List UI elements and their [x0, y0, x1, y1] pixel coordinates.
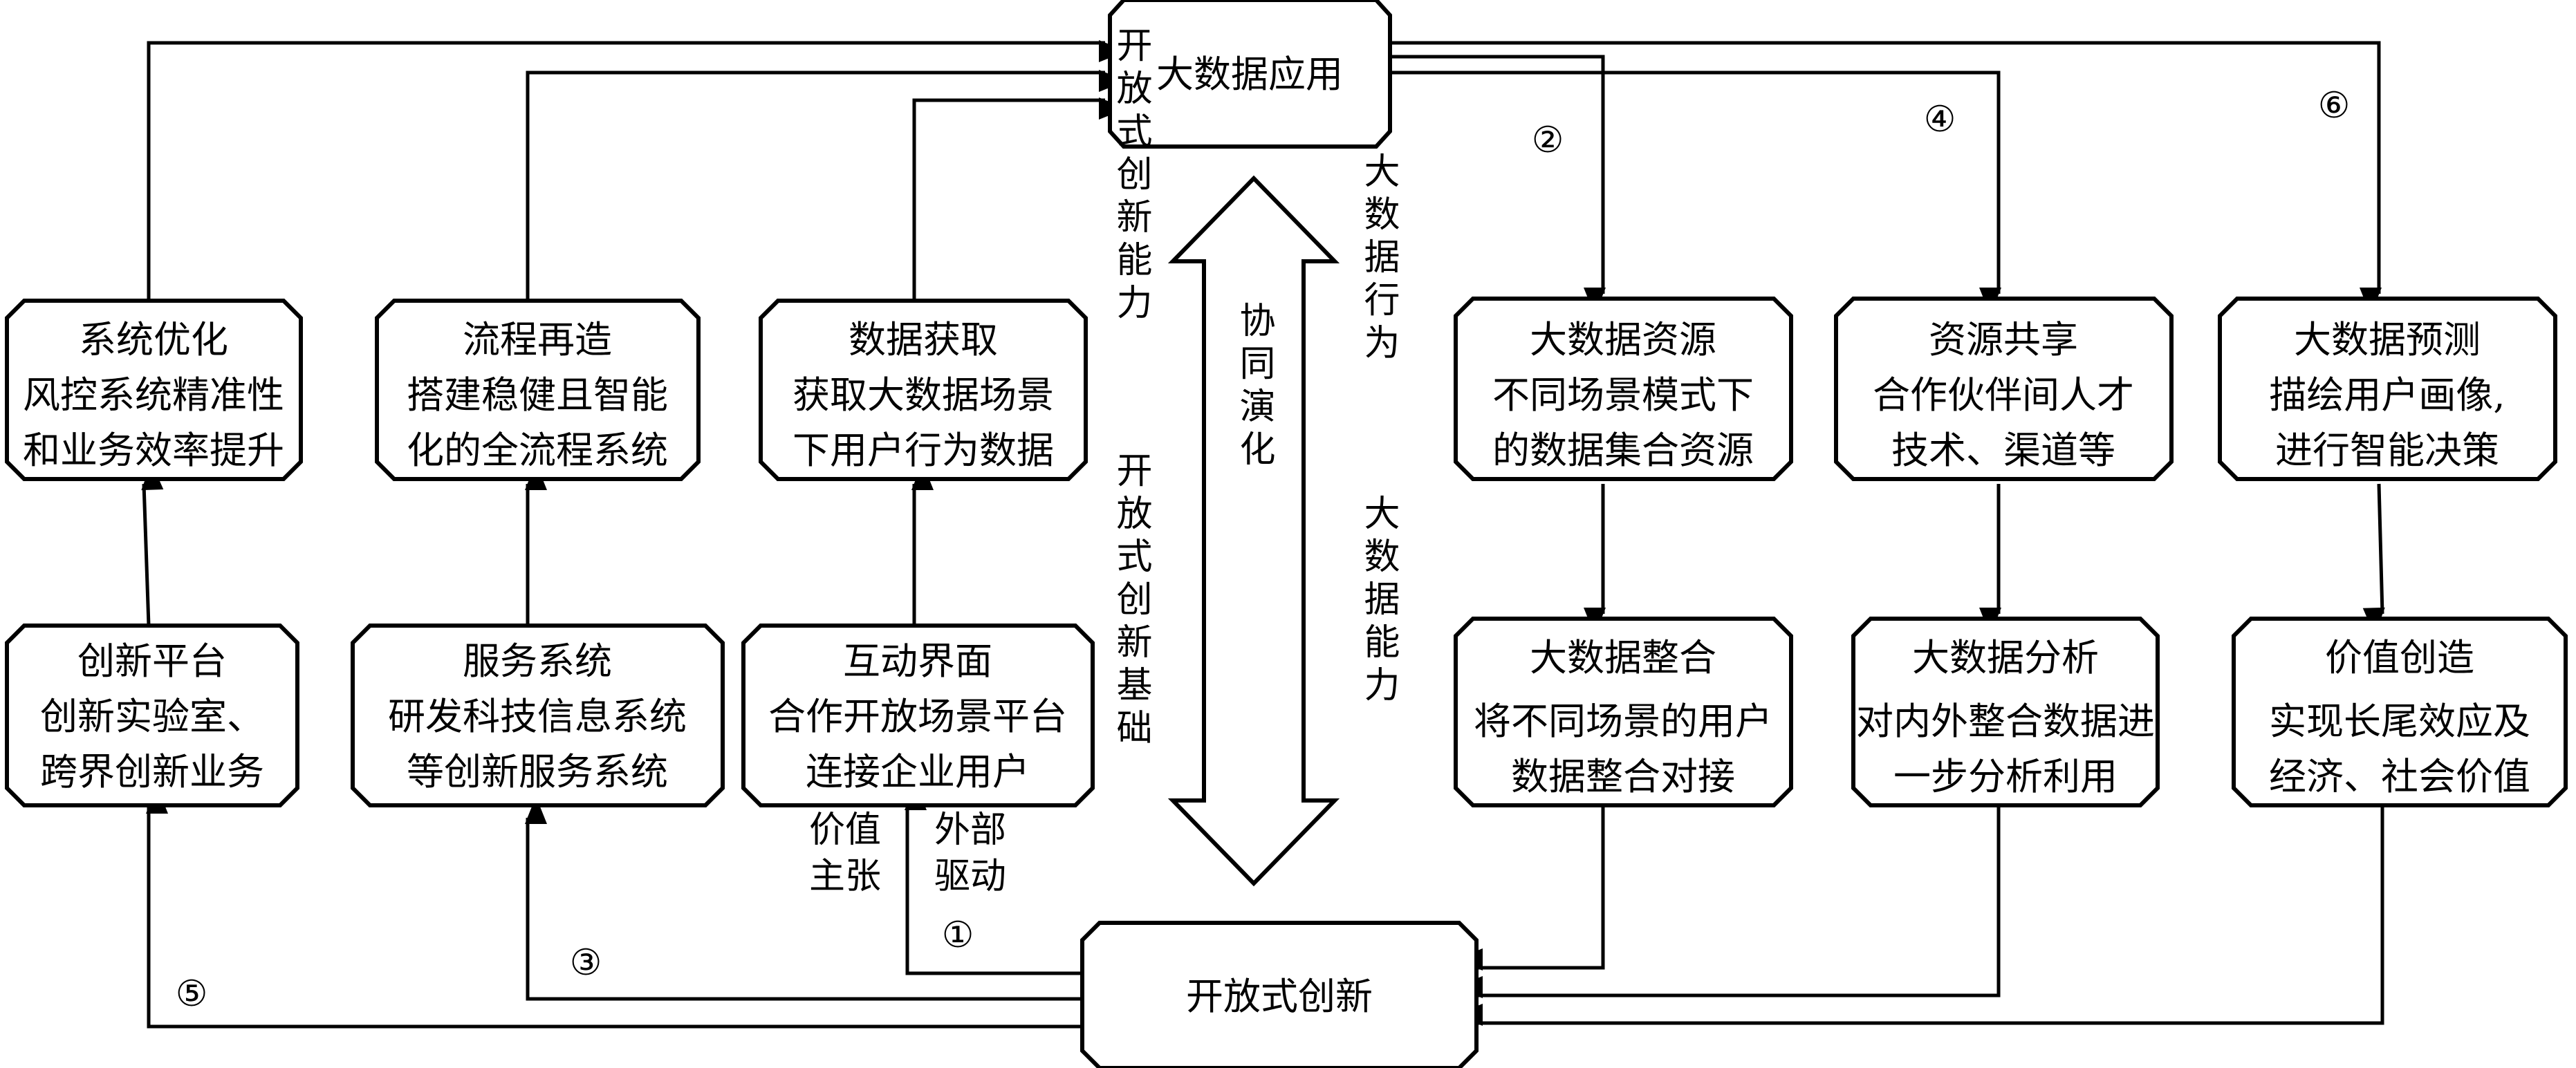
edges: [141, 40, 2385, 1029]
value-create-line-3: 经济、社会价值: [2269, 755, 2530, 798]
label-value-prop-1: 价值: [809, 809, 881, 851]
label-path-1: ①: [942, 915, 974, 956]
label-bigdata-behavior: 大数据行为: [1358, 152, 1399, 366]
edge-system-opt-to-bigdata-app: [147, 40, 1127, 301]
system-opt-line-2: 风控系统精准性: [23, 373, 284, 417]
label-path-2: ②: [1532, 120, 1564, 161]
bd-predict-line-1: 大数据预测: [2294, 318, 2481, 362]
edge-bd-predict-to-value-create: [2362, 483, 2385, 636]
label-open-innovation-foundation: 开放式创新基础: [1110, 451, 1151, 751]
system-opt-line-1: 系统优化: [79, 318, 228, 362]
label-external-drive-1: 外部: [934, 809, 1006, 851]
bd-predict-line-2: 描绘用户画像,: [2269, 373, 2505, 417]
node-bd-integrate: 大数据整合 将不同场景的用户 数据整合对接: [1454, 617, 1793, 807]
label-open-innovation-capability: 开放式创新能力: [1110, 26, 1151, 326]
node-process: 流程再造 搭建稳健且智能 化的全流程系统: [375, 299, 701, 481]
data-acq-line-3: 下用户行为数据: [793, 429, 1054, 472]
node-bd-predict: 大数据预测 描绘用户画像, 进行智能决策: [2218, 297, 2557, 481]
edge-bigdata-app-to-bd-resource: [1390, 55, 1606, 315]
node-big-data-app: 大数据应用: [1108, 0, 1392, 149]
process-line-2: 搭建稳健且智能: [407, 373, 668, 417]
bd-resource-line-2: 不同场景模式下: [1492, 373, 1754, 417]
node-bd-resource: 大数据资源 不同场景模式下 的数据集合资源: [1454, 297, 1793, 481]
bd-analysis-line-3: 一步分析利用: [1893, 755, 2118, 798]
bd-resource-line-3: 的数据集合资源: [1492, 429, 1754, 472]
edge-innov-platform-to-system-opt: [141, 462, 164, 626]
node-open-innovation: 开放式创新: [1080, 921, 1479, 1068]
data-acq-line-1: 数据获取: [849, 318, 998, 362]
system-opt-line-3: 和业务效率提升: [23, 429, 284, 472]
resource-share-line-3: 技术、渠道等: [1891, 429, 2115, 472]
bd-resource-line-1: 大数据资源: [1530, 318, 1716, 362]
edge-data-acq-to-bigdata-app: [912, 97, 1127, 301]
node-system-opt: 系统优化 风控系统精准性 和业务效率提升: [5, 299, 303, 481]
label-bigdata-capability: 大数据能力: [1358, 494, 1399, 709]
label-path-4: ④: [1924, 99, 1956, 140]
data-acq-line-2: 获取大数据场景: [793, 373, 1054, 417]
node-bd-analysis: 大数据分析 对内外整合数据进 一步分析利用: [1851, 617, 2160, 807]
big-data-app-title: 大数据应用: [1156, 53, 1343, 96]
node-interaction: 互动界面 合作开放场景平台 连接企业用户: [741, 624, 1095, 807]
label-path-5: ⑤: [176, 973, 208, 1015]
label-external-drive-2: 驱动: [934, 856, 1006, 897]
edge-open-innov-to-innov-platform: [146, 786, 1081, 1029]
node-resource-share: 资源共享 合作伙伴间人才 技术、渠道等: [1834, 297, 2174, 481]
bd-predict-line-3: 进行智能决策: [2275, 429, 2499, 472]
edge-value-create-to-open-innov: [1455, 807, 2384, 1026]
label-value-prop-2: 主张: [809, 856, 881, 897]
open-innovation-title: 开放式创新: [1186, 975, 1373, 1018]
co-evolution-double-arrow: [1167, 175, 1340, 887]
interaction-line-1: 互动界面: [843, 639, 992, 683]
node-innov-platform: 创新平台 创新实验室、 跨界创新业务: [5, 624, 299, 807]
resource-share-line-2: 合作伙伴间人才: [1873, 373, 2134, 417]
edge-bd-analysis-to-open-innov: [1455, 807, 2001, 998]
value-create-line-1: 价值创造: [2325, 636, 2474, 680]
bd-integrate-line-1: 大数据整合: [1530, 636, 1716, 680]
bd-integrate-line-2: 将不同场景的用户: [1474, 700, 1772, 743]
innov-platform-line-2: 创新实验室、: [40, 695, 264, 738]
node-service-sys: 服务系统 研发科技信息系统 等创新服务系统: [351, 624, 725, 807]
service-sys-line-3: 等创新服务系统: [407, 750, 668, 794]
value-create-line-2: 实现长尾效应及: [2269, 700, 2530, 743]
edge-process-to-bigdata-app: [526, 70, 1127, 301]
node-value-create: 价值创造 实现长尾效应及 经济、社会价值: [2232, 617, 2568, 807]
bd-analysis-line-1: 大数据分析: [1912, 636, 2099, 680]
edge-bigdata-app-to-resource-share: [1390, 71, 2001, 315]
process-line-1: 流程再造: [463, 318, 612, 362]
edge-open-innov-to-interaction: [905, 783, 1081, 975]
innov-platform-line-1: 创新平台: [77, 639, 227, 683]
bd-integrate-line-3: 数据整合对接: [1511, 755, 1735, 798]
node-data-acq: 数据获取 获取大数据场景 下用户行为数据: [759, 299, 1088, 481]
label-path-3: ③: [570, 942, 602, 984]
label-path-6: ⑥: [2318, 85, 2351, 127]
edge-bd-integrate-to-open-innov: [1455, 807, 1605, 971]
label-co-evolution: 协同演化: [1233, 301, 1275, 473]
interaction-line-2: 合作开放场景平台: [768, 695, 1067, 738]
innov-platform-line-3: 跨界创新业务: [40, 750, 264, 794]
edge-bigdata-app-to-bd-predict: [1390, 41, 2382, 315]
edge-open-innov-to-service-sys: [525, 796, 1081, 1001]
process-line-3: 化的全流程系统: [407, 429, 668, 472]
service-sys-line-1: 服务系统: [463, 639, 612, 683]
resource-share-line-1: 资源共享: [1929, 318, 2078, 362]
interaction-line-3: 连接企业用户: [806, 750, 1030, 794]
service-sys-line-2: 研发科技信息系统: [388, 695, 687, 738]
bd-analysis-line-2: 对内外整合数据进: [1856, 700, 2155, 743]
